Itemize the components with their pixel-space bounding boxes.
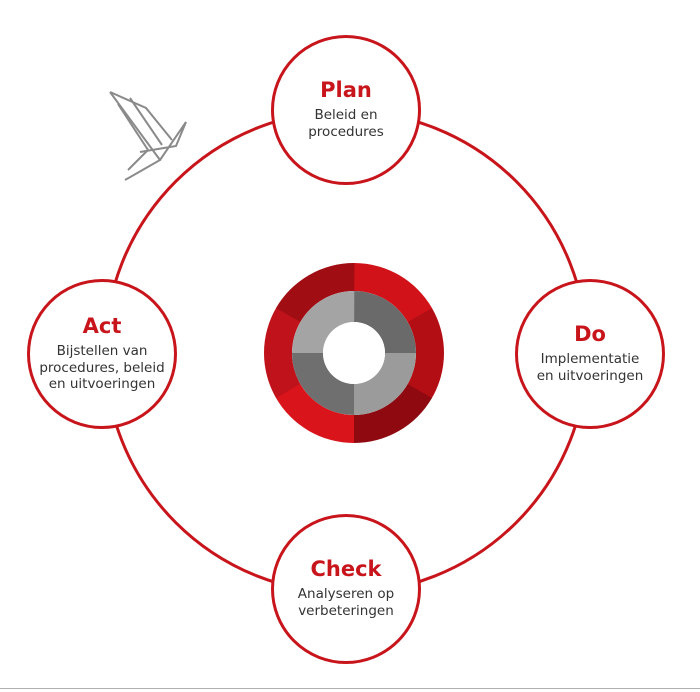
- ring-segment-inner: [353, 353, 416, 415]
- step-check: Check Analyseren op verbeteringen: [271, 514, 421, 664]
- step-plan-title: Plan: [320, 78, 372, 103]
- step-check-title: Check: [310, 557, 382, 582]
- ring-segment-inner: [292, 291, 355, 353]
- center-ring-graphic: [264, 262, 445, 443]
- ring-segment-outer: [354, 263, 433, 323]
- step-act: Act Bijstellen van procedures, beleid en…: [27, 279, 177, 429]
- ring-segment-outer: [264, 307, 301, 398]
- step-do: Do Implementatie en uitvoeringen: [515, 279, 665, 429]
- ring-segment-inner: [354, 291, 416, 354]
- ring-segment-outer: [276, 262, 355, 322]
- ring-segment-outer: [407, 308, 445, 399]
- ring-segment-outer: [275, 383, 354, 443]
- step-plan: Plan Beleid en procedures: [271, 35, 421, 185]
- ring-segment-outer: [353, 384, 432, 443]
- step-act-title: Act: [82, 313, 122, 338]
- step-do-description: Implementatie en uitvoeringen: [536, 351, 644, 385]
- ring-center-hole: [323, 322, 385, 384]
- step-check-description: Analyseren op verbeteringen: [297, 586, 395, 620]
- step-act-description: Bijstellen van procedures, beleid en uit…: [39, 342, 165, 393]
- step-do-title: Do: [574, 322, 606, 347]
- bottom-divider: [0, 688, 700, 689]
- ring-segment-inner: [292, 352, 354, 415]
- step-plan-description: Beleid en procedures: [308, 107, 384, 141]
- paper-boat-icon: [109, 91, 187, 181]
